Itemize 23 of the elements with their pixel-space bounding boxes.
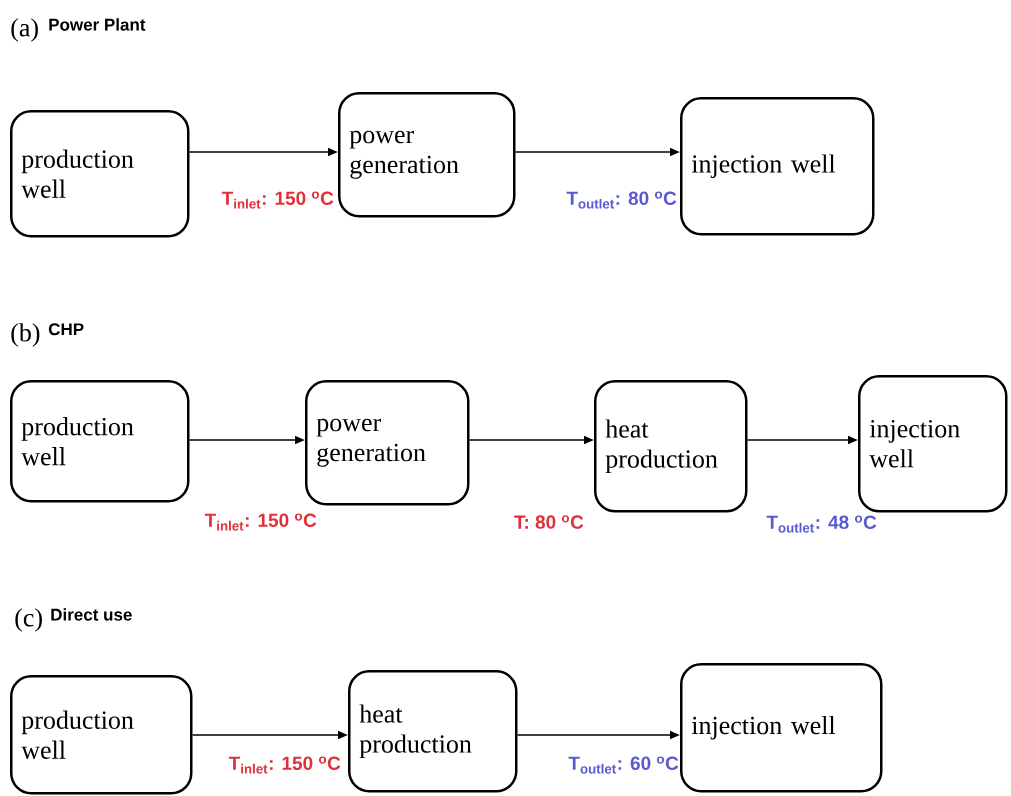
process-box: injection well [858, 375, 1008, 513]
panel-title: Direct use [51, 608, 132, 621]
panel-title: Power Plant [49, 18, 146, 31]
edge-label: T$_{outlet}$: 48 $^{o}$C [766, 515, 877, 533]
process-box: heat production [348, 670, 518, 793]
panel-letter: (c) [15, 608, 42, 632]
edge-label: T$_{outlet}$: 80 $^{o}$C [566, 191, 677, 209]
process-box: power generation [305, 380, 470, 506]
edge-label: T$_{inlet}$: 150 $^{o}$C [221, 191, 334, 209]
panel-title: CHP [48, 323, 84, 336]
edge-label: T: 80 $^{o}$C [514, 515, 584, 529]
process-box: power generation [338, 92, 516, 218]
process-box: production well [10, 110, 190, 238]
process-box: heat production [594, 380, 748, 513]
edge-label: T$_{inlet}$: 150 $^{o}$C [204, 513, 317, 531]
panel-letter: (a) [11, 18, 38, 42]
process-box: injection well [680, 97, 875, 236]
edge-label: T$_{outlet}$: 60 $^{o}$C [568, 756, 679, 774]
panel-letter: (b) [11, 323, 40, 347]
process-box: production well [10, 380, 190, 503]
process-box: production well [10, 675, 193, 795]
edge-label: T$_{inlet}$: 150 $^{o}$C [228, 756, 341, 774]
process-box: injection well [680, 663, 883, 793]
